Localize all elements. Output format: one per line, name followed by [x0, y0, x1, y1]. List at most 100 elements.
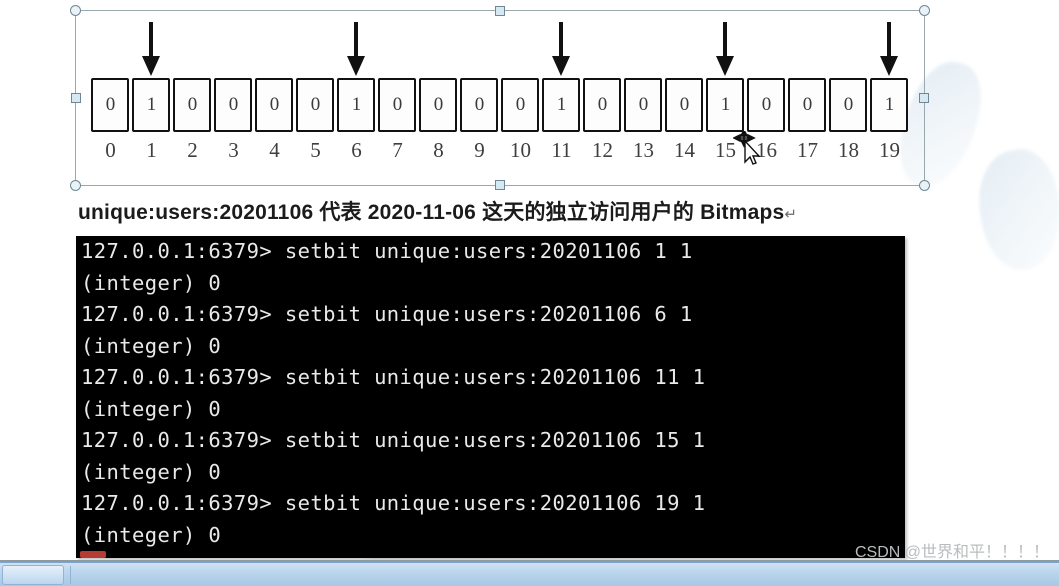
bitmap-index-label: 5 — [310, 138, 321, 162]
resize-handle-middle-left[interactable] — [71, 93, 81, 103]
bitmap-cell-value: 0 — [310, 94, 321, 115]
bitmap-cell: 0 — [746, 78, 787, 132]
resize-handle-top-left[interactable] — [70, 5, 81, 16]
bitmap-cell-value: 0 — [597, 94, 608, 115]
bitmap-cell: 0 — [623, 78, 664, 132]
bitmap-cell-box — [91, 78, 129, 132]
resize-handle-top-center[interactable] — [495, 6, 505, 16]
bitmap-cell: 0 — [213, 78, 254, 132]
bitmap-index-label: 2 — [187, 138, 198, 162]
bitmap-cell-value: 1 — [351, 94, 362, 115]
picture-selection-frame[interactable] — [70, 5, 930, 191]
bitmap-cell-box — [583, 78, 621, 132]
bitmap-cell-value: 1 — [884, 94, 895, 115]
bitmap-cell: 0 — [582, 78, 623, 132]
csdn-watermark: CSDN @世界和平！！！！ — [854, 544, 1049, 561]
bitmap-index-label: 1 — [146, 138, 157, 162]
bitmap-index-label: 13 — [633, 138, 654, 162]
terminal-line: (integer) 0 — [81, 396, 222, 421]
bitmap-cell: 0 — [295, 78, 336, 132]
bitmap-cell-box — [337, 78, 375, 132]
bitmap-cell: 0 — [500, 78, 541, 132]
bitmap-cell-value: 0 — [269, 94, 280, 115]
bitmap-cell: 0 — [377, 78, 418, 132]
bitmap-cell-value: 0 — [515, 94, 526, 115]
bitmap-cell-value: 0 — [679, 94, 690, 115]
terminal-line: 127.0.0.1:6379> setbit unique:users:2020… — [81, 491, 706, 515]
bitmap-cell-box — [870, 78, 908, 132]
bitmap-cell-box — [542, 78, 580, 132]
terminal-line: 127.0.0.1:6379> setbit unique:users:2020… — [81, 428, 706, 452]
page-watermark-blob — [970, 143, 1059, 277]
bitmap-cell-value: 0 — [392, 94, 403, 115]
bitmap-cell-value: 0 — [187, 94, 198, 115]
terminal-line: 127.0.0.1:6379> setbit unique:users:2020… — [81, 365, 706, 389]
bitmap-cell: 1 — [336, 78, 377, 132]
bitmap-index-label: 15 — [715, 138, 736, 162]
down-arrow-icon — [140, 22, 162, 76]
bitmap-cell-box — [255, 78, 293, 132]
bitmap-index-label: 7 — [392, 138, 403, 162]
down-arrow-icon — [714, 22, 736, 76]
terminal-line: 127.0.0.1:6379> setbit unique:users:2020… — [81, 302, 693, 326]
bitmap-index-label: 4 — [269, 138, 280, 162]
bitmap-cell: 1 — [541, 78, 582, 132]
bitmap-index-label: 0 — [105, 138, 116, 162]
resize-handle-middle-right[interactable] — [919, 93, 929, 103]
resize-handle-bottom-center[interactable] — [495, 180, 505, 190]
bitmap-index-label: 19 — [879, 138, 900, 162]
bitmap-cell-box — [296, 78, 334, 132]
terminal-line: (integer) 0 — [81, 270, 222, 295]
terminal-line: 127.0.0.1:6379> setbit unique:users:2020… — [81, 239, 693, 263]
bitmap-cell-value: 1 — [146, 94, 157, 115]
bitmap-cell-box — [214, 78, 252, 132]
bitmap-arrow-row — [90, 22, 910, 78]
bitmap-cell-box — [788, 78, 826, 132]
bitmap-cell-box — [829, 78, 867, 132]
diagram-caption-text: unique:users:20201106 代表 2020-11-06 这天的独… — [78, 201, 785, 224]
bitmap-cell: 0 — [418, 78, 459, 132]
bitmap-index-label: 18 — [838, 138, 859, 162]
bitmap-cell-value: 0 — [802, 94, 813, 115]
bitmap-cell: 0 — [459, 78, 500, 132]
bitmap-cell-box — [747, 78, 785, 132]
start-button[interactable] — [2, 565, 64, 585]
down-arrow-icon — [878, 22, 900, 76]
bitmap-cell: 0 — [664, 78, 705, 132]
bitmap-cell: 0 — [172, 78, 213, 132]
bitmap-index-label: 16 — [756, 138, 777, 162]
resize-handle-bottom-left[interactable] — [70, 180, 81, 191]
bitmap-cell-value: 0 — [843, 94, 854, 115]
bitmap-cell-value: 1 — [556, 94, 567, 115]
red-annotation-mark — [80, 551, 106, 558]
bitmap-cell-box — [706, 78, 744, 132]
bitmap-cell-value: 0 — [474, 94, 485, 115]
terminal-line: (integer) 0 — [81, 459, 222, 484]
bitmap-cell-box — [624, 78, 662, 132]
bitmap-cell-value: 0 — [228, 94, 239, 115]
bitmap-index-label: 6 — [351, 138, 362, 162]
bitmap-cell: 0 — [254, 78, 295, 132]
bitmap-cell-box — [665, 78, 703, 132]
taskbar[interactable] — [0, 562, 1059, 586]
bitmap-index-label: 3 — [228, 138, 239, 162]
bitmap-cell: 0 — [828, 78, 869, 132]
redis-cli-terminal[interactable]: 127.0.0.1:6379> setbit unique:users:2020… — [76, 236, 905, 558]
diagram-caption: unique:users:20201106 代表 2020-11-06 这天的独… — [78, 196, 797, 226]
bitmap-index-label: 14 — [674, 138, 695, 162]
down-arrow-icon — [345, 22, 367, 76]
document-bottom-rule — [0, 560, 1059, 562]
bitmap-cell-value: 0 — [761, 94, 772, 115]
bitmap-index-label: 12 — [592, 138, 613, 162]
bitmap-cell-box — [378, 78, 416, 132]
bitmap-cell-value: 0 — [638, 94, 649, 115]
bitmap-cell-box — [419, 78, 457, 132]
terminal-line: (integer) 0 — [81, 333, 222, 358]
bitmap-index-label: 9 — [474, 138, 485, 162]
bitmap-cell: 1 — [131, 78, 172, 132]
resize-handle-bottom-right[interactable] — [919, 180, 930, 191]
resize-handle-top-right[interactable] — [919, 5, 930, 16]
